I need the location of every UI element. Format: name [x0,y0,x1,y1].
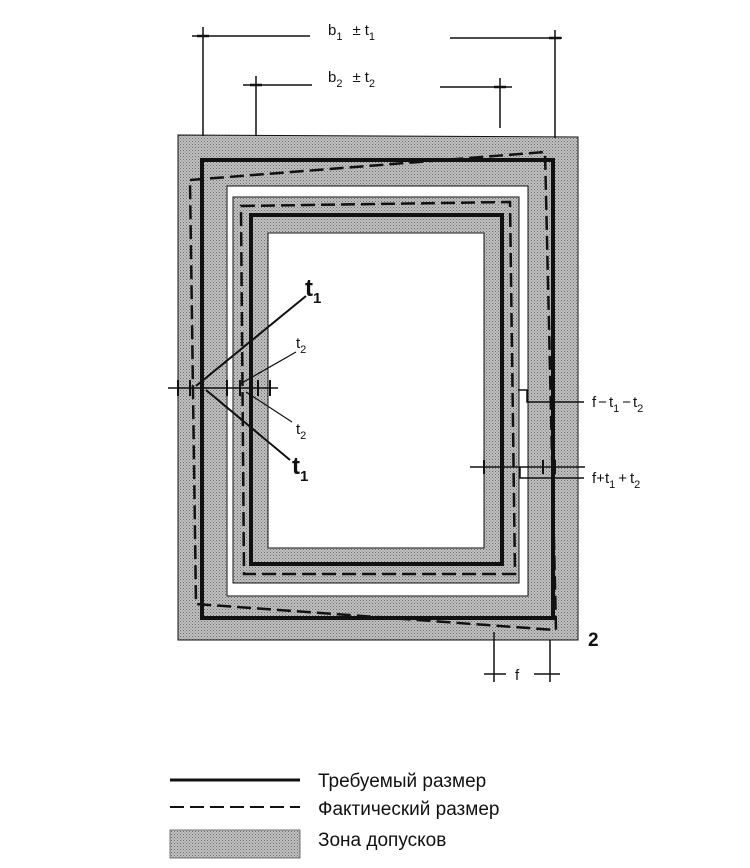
left-tolerance-leaders [168,295,307,461]
f-minus-label: f−t1−t2 [592,394,643,415]
t1-upper-label: t1 [305,275,321,307]
legend-hatch-swatch [169,829,301,859]
inner-tolerance-zone [232,196,520,584]
inner-width-label: b2±t2 [328,69,375,90]
t2-upper-label: t2 [296,335,306,356]
outer-width-label: b1±t1 [328,22,375,43]
f-plus-label: f+t1+t2 [592,470,640,491]
outer-tolerance-zone [177,134,579,641]
legend-hatch-label: Зона допусков [318,830,446,851]
t2-lower-label: t2 [296,421,306,442]
f-bottom-label: f [515,667,520,684]
legend: Требуемый размер Фактический размер Зона… [169,771,499,859]
inner-required-outline [249,213,504,566]
figure-number: 2 [588,630,599,651]
bottom-offset-dimension [484,632,560,682]
t1-lower-label: t1 [292,453,308,485]
legend-dashed-label: Фактический размер [318,799,499,820]
inner-width-dimension [243,76,512,136]
outer-width-dimension [192,27,562,138]
right-leaders [470,389,585,479]
legend-solid-label: Требуемый размер [318,771,486,792]
inner-actual-outline [239,200,517,576]
